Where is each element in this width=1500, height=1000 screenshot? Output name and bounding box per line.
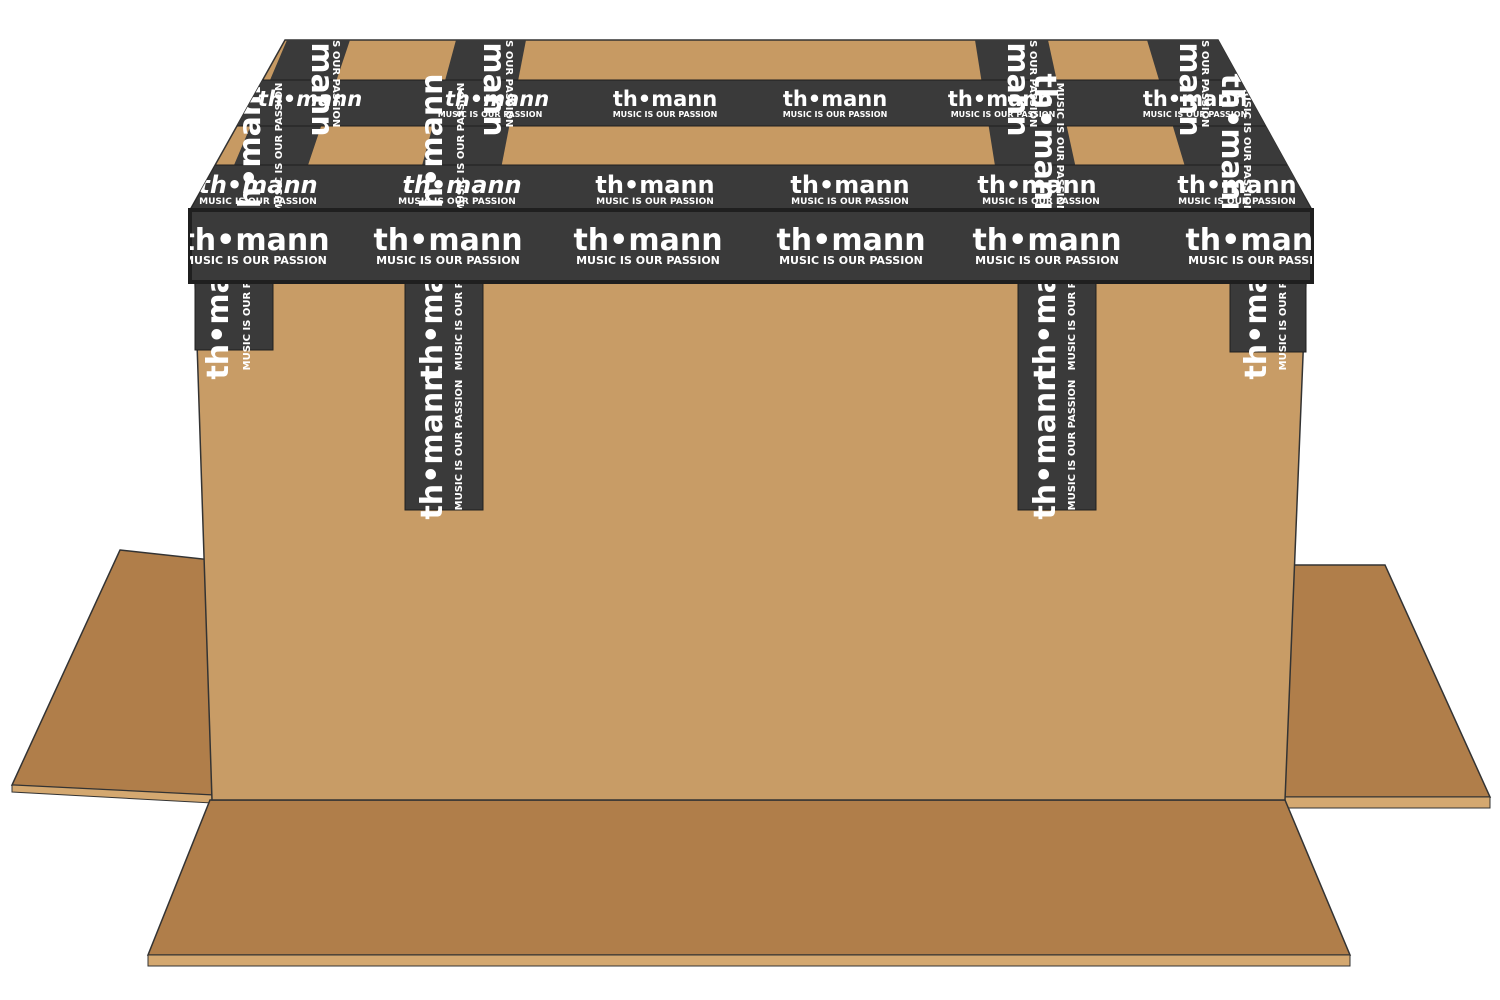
tape-slogan: MUSIC IS OUR PASSION <box>791 197 909 207</box>
tape-slogan: MUSIC IS OUR PASSION <box>398 197 516 207</box>
tape-slogan: MUSIC IS OUR PASSION <box>454 380 465 511</box>
tape-slogan: MUSIC IS OUR PASSION <box>503 0 514 127</box>
tape-slogan: MUSIC IS OUR PASSION <box>1241 83 1252 214</box>
tape-brand: th•mann <box>258 87 362 111</box>
tape-brand: th•mann <box>445 87 549 111</box>
top-band-back-logos: th•mann th•mann MUSIC IS OUR PASSION th•… <box>258 87 1247 119</box>
tape-brand: th•mann <box>948 87 1052 111</box>
box-front-face <box>194 281 1307 801</box>
tape-brand: th•mann <box>573 223 722 258</box>
tape-slogan: MUSIC IS OUR PASSION <box>1054 83 1065 214</box>
top-tape: th•mann MUSIC IS OUR PASSION th•mann MUS… <box>190 0 1312 222</box>
tape-slogan: MUSIC IS OUR PASSION <box>779 254 923 267</box>
tape-brand: th•mann <box>476 0 511 137</box>
left-flap <box>10 549 213 804</box>
front-tape-strap <box>194 281 274 351</box>
tape-slogan: MUSIC IS OUR PASSION <box>1278 240 1289 371</box>
tape-slogan: MUSIC IS OUR PASSION <box>242 240 253 371</box>
top-strap-logos: th•mann MUSIC IS OUR PASSION th•mann MUS… <box>233 0 1252 222</box>
tape-slogan: MUSIC IS OUR PASSION <box>1067 240 1078 371</box>
tape-slogan: MUSIC IS OUR PASSION <box>456 83 467 214</box>
tape-brand: th•mann <box>1185 223 1334 258</box>
tape-slogan: MUSIC IS OUR PASSION <box>576 254 720 267</box>
tape-brand: th•mann <box>402 171 521 199</box>
tape-slogan: MUSIC IS OUR PASSION <box>438 110 543 119</box>
tape-brand: th•mann <box>977 171 1096 199</box>
tape-slogan: MUSIC IS OUR PASSION <box>1067 380 1078 511</box>
tape-slogan: MUSIC IS OUR PASSION <box>951 110 1056 119</box>
tape-slogan: MUSIC IS OUR PASSION <box>454 240 465 371</box>
tape-brand: th•mann <box>1143 87 1247 111</box>
tape-brand: th•mann <box>790 171 909 199</box>
tape-slogan: MUSIC IS OUR PASSION <box>183 254 327 267</box>
tape-brand: th•mann <box>1000 0 1035 137</box>
tape-slogan: MUSIC IS OUR PASSION <box>1199 0 1210 127</box>
tape-brand: th•mann <box>304 0 339 137</box>
front-tape-strap <box>1229 281 1307 353</box>
front-tape-strap <box>1017 281 1097 511</box>
tape-slogan: MUSIC IS OUR PASSION <box>982 197 1100 207</box>
tape-brand: th•mann <box>1214 73 1249 222</box>
tape-slogan: MUSIC IS OUR PASSION <box>376 254 520 267</box>
tape-slogan: MUSIC IS OUR PASSION <box>1178 197 1296 207</box>
tape-brand: th•mann <box>373 223 522 258</box>
tape-brand: th•mann <box>1172 0 1207 137</box>
tape-slogan: MUSIC IS OUR PASSION <box>1188 254 1332 267</box>
tape-brand: th•mann <box>415 370 450 519</box>
right-flap <box>1279 564 1492 809</box>
tape-brand: th•mann <box>783 87 887 111</box>
tape-slogan: MUSIC IS OUR PASSION <box>1143 110 1248 119</box>
bottom-flap <box>146 799 1352 967</box>
tape-brand: th•mann <box>1177 171 1296 199</box>
tape-brand: th•mann <box>180 223 329 258</box>
tape-brand: th•mann <box>613 87 717 111</box>
tape-slogan: MUSIC IS OUR PASSION <box>274 83 285 214</box>
front-tape-band: th•mann MUSIC IS OUR PASSION th•mann MUS… <box>180 208 1334 284</box>
tape-slogan: MUSIC IS OUR PASSION <box>975 254 1119 267</box>
tape-slogan: MUSIC IS OUR PASSION <box>199 197 317 207</box>
tape-brand: th•mann <box>1027 73 1062 222</box>
tape-slogan: MUSIC IS OUR PASSION <box>1027 0 1038 127</box>
tape-slogan: MUSIC IS OUR PASSION <box>330 0 341 127</box>
tape-slogan: MUSIC IS OUR PASSION <box>596 197 714 207</box>
top-tape-band-back <box>235 79 1267 127</box>
front-tape-strap <box>404 281 484 511</box>
top-band-front-logos: th•mann MUSIC IS OUR PASSION th•mann MUS… <box>198 171 1296 207</box>
tape-slogan: MUSIC IS OUR PASSION <box>783 110 888 119</box>
tape-brand: th•mann <box>415 73 450 222</box>
tape-brand: th•mann <box>972 223 1121 258</box>
tape-brand: th•mann <box>198 171 317 199</box>
front-tape-straps: th•mann MUSIC IS OUR PASSION th•mann MUS… <box>194 230 1307 520</box>
top-tape-band-front <box>190 164 1312 210</box>
tape-brand: th•mann <box>776 223 925 258</box>
tape-brand: th•mann <box>1028 370 1063 519</box>
tape-slogan: MUSIC IS OUR PASSION <box>613 110 718 119</box>
tape-brand: th•mann <box>595 171 714 199</box>
